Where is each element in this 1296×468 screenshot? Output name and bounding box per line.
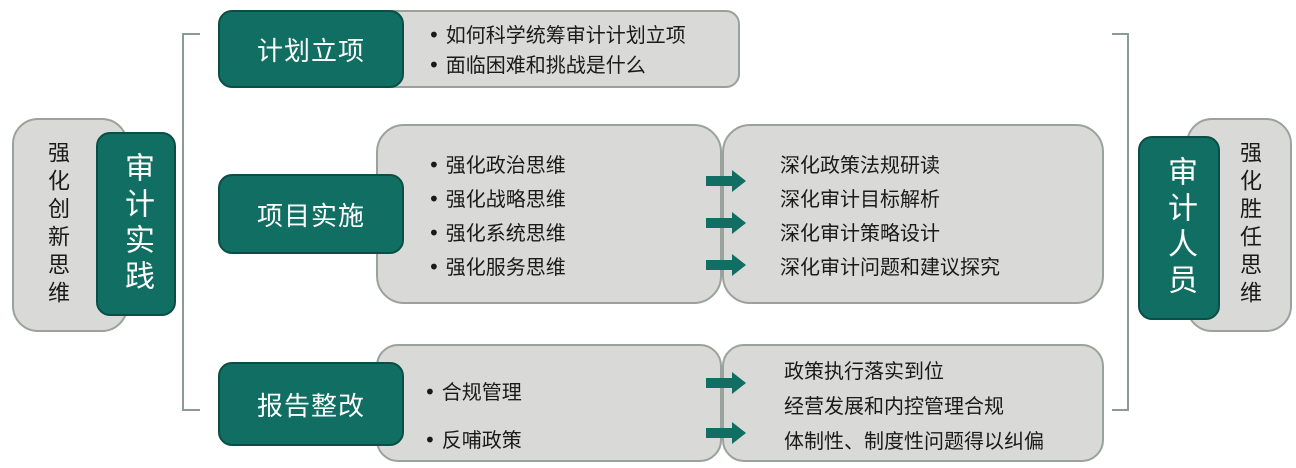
list-item: •强化政治思维 bbox=[428, 153, 566, 177]
list-item: 深化审计问题和建议探究 bbox=[780, 255, 1000, 279]
list-item: 深化审计目标解析 bbox=[780, 187, 940, 211]
arrow-right-icon bbox=[706, 372, 746, 394]
list-item: •强化系统思维 bbox=[428, 221, 566, 245]
list-item: •如何科学统筹审计计划立项 bbox=[428, 23, 686, 47]
left-outer-label: 强化创新思维 bbox=[44, 141, 69, 309]
left-inner-label: 审计实践 bbox=[119, 152, 154, 296]
right-outer-label: 强化胜任思维 bbox=[1236, 141, 1261, 309]
stage1-panel: •如何科学统筹审计计划立项 •面临困难和挑战是什么 bbox=[370, 10, 740, 88]
list-item: •反哺政策 bbox=[424, 428, 522, 452]
stage3-label: 报告整改 bbox=[218, 362, 404, 446]
list-item: •合规管理 bbox=[424, 380, 522, 404]
stage3-results-panel: 政策执行落实到位 经营发展和内控管理合规 体制性、制度性问题得以纠偏 bbox=[722, 344, 1104, 462]
list-item: •面临困难和挑战是什么 bbox=[428, 53, 646, 77]
arrow-right-icon bbox=[706, 422, 746, 444]
list-item: 体制性、制度性问题得以纠偏 bbox=[784, 429, 1044, 453]
left-bracket bbox=[182, 33, 200, 411]
stage2-points-panel: •强化政治思维 •强化战略思维 •强化系统思维 •强化服务思维 bbox=[376, 124, 722, 304]
stage2-label: 项目实施 bbox=[218, 174, 404, 254]
list-item: 经营发展和内控管理合规 bbox=[784, 394, 1004, 418]
right-bracket bbox=[1112, 33, 1129, 411]
stage1-label: 计划立项 bbox=[218, 10, 404, 88]
list-item: 深化政策法规研读 bbox=[780, 153, 940, 177]
arrow-right-icon bbox=[706, 254, 746, 276]
arrow-right-icon bbox=[706, 170, 746, 192]
list-item: •强化服务思维 bbox=[428, 255, 566, 279]
right-inner-label: 审计人员 bbox=[1162, 156, 1197, 300]
stage2-results-panel: 深化政策法规研读 深化审计目标解析 深化审计策略设计 深化审计问题和建议探究 bbox=[722, 124, 1104, 304]
arrow-right-icon bbox=[706, 212, 746, 234]
left-inner-box: 审计实践 bbox=[96, 132, 176, 316]
right-inner-box: 审计人员 bbox=[1138, 136, 1220, 320]
stage3-points-panel: •合规管理 •反哺政策 bbox=[376, 344, 722, 462]
list-item: •强化战略思维 bbox=[428, 187, 566, 211]
list-item: 深化审计策略设计 bbox=[780, 221, 940, 245]
list-item: 政策执行落实到位 bbox=[784, 359, 944, 383]
